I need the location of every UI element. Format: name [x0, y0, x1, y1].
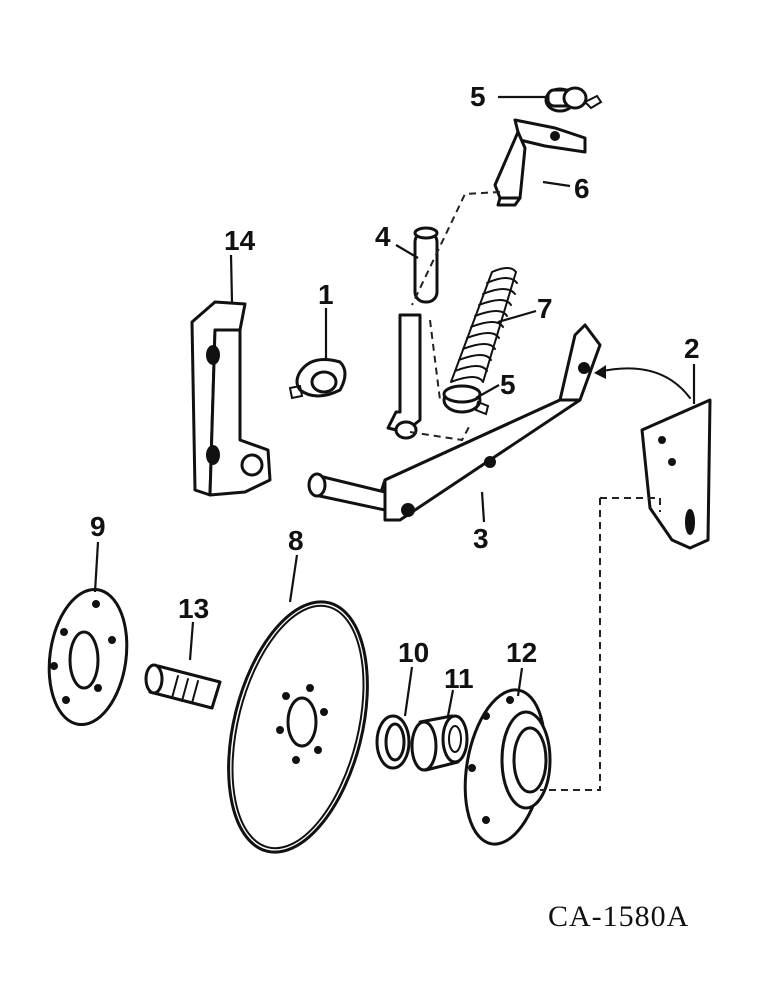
- callout-1: 1: [318, 279, 334, 310]
- callout-9: 9: [90, 511, 106, 542]
- part-13-hub-bolt: [146, 665, 220, 708]
- part-5-top-clamp-collar: [546, 88, 601, 111]
- part-6-bracket: [495, 120, 585, 205]
- callout-4: 4: [375, 221, 391, 252]
- callout-6: 6: [574, 173, 590, 204]
- callouts: 5 6 4 14 1 7 2 5 3 9 8 13 10 11 12: [90, 81, 700, 694]
- callout-7: 7: [537, 293, 553, 324]
- part-11-bearing: [412, 716, 467, 770]
- part-2-plate: [642, 400, 710, 548]
- callout-13: 13: [178, 593, 209, 624]
- drawing-code: CA-1580A: [548, 900, 689, 933]
- part-7-spring: [451, 268, 517, 382]
- callout-5-lower: 5: [500, 369, 516, 400]
- callout-5-top: 5: [470, 81, 486, 112]
- assembly-dashed-lines: [409, 191, 661, 791]
- part-3-arm: [309, 325, 600, 520]
- part-8-disc: [205, 587, 391, 866]
- swap-arrow: [594, 365, 691, 399]
- part-14-hanger-bracket: [192, 302, 270, 495]
- part-10-seal-ring: [377, 716, 409, 768]
- part-4-bent-rod: [388, 315, 420, 438]
- part-4-long-pin: [415, 228, 437, 302]
- callout-14: 14: [224, 225, 256, 256]
- leader-lines: [93, 95, 696, 717]
- part-5-lower-collar: [444, 386, 488, 414]
- callout-8: 8: [288, 525, 304, 556]
- callout-11: 11: [444, 663, 474, 694]
- part-9-flange-plate: [41, 584, 135, 729]
- callout-2: 2: [684, 333, 700, 364]
- part-1-collar: [290, 360, 345, 398]
- part-12-hub: [454, 684, 556, 851]
- callout-12: 12: [506, 637, 537, 668]
- callout-3: 3: [473, 523, 489, 554]
- callout-10: 10: [398, 637, 429, 668]
